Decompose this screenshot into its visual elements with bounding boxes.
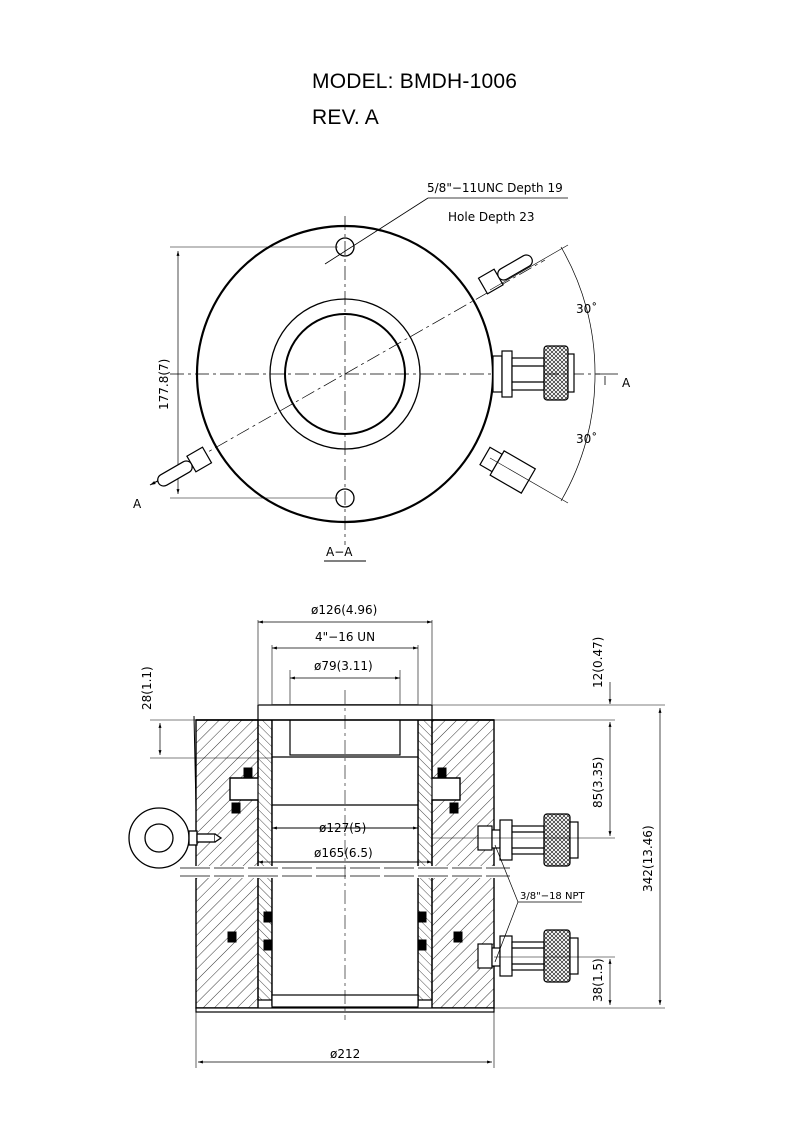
- lifting-eye: [128, 807, 223, 869]
- dim-total-height: 342(13.46): [641, 825, 655, 892]
- body-wall-left: [195, 719, 259, 1009]
- seal: [243, 767, 253, 779]
- dim-bottom-38: 38(1.5): [591, 958, 605, 1002]
- top-view: [149, 197, 618, 562]
- thread-note-line1: 5/8"−11UNC Depth 19: [427, 181, 563, 195]
- coupler-right: [492, 345, 575, 401]
- seal: [437, 767, 447, 779]
- revision-label: REV. A: [312, 106, 379, 129]
- section-title: A−A: [326, 545, 353, 559]
- bleed-valve-upper: [477, 254, 533, 295]
- seal: [453, 931, 463, 943]
- dim-right-12: 12(0.47): [591, 637, 605, 688]
- seal: [263, 911, 273, 923]
- thread-note-line2: Hole Depth 23: [448, 210, 535, 224]
- thread-leader: [324, 197, 429, 265]
- dim-base-width: ø212: [330, 1047, 360, 1061]
- height-dimension-label: 177.8(7): [157, 359, 171, 410]
- dim-outer-top: ø126(4.96): [311, 603, 377, 617]
- model-title: MODEL: BMDH-1006: [312, 70, 518, 93]
- seal: [417, 911, 427, 923]
- section-view-labels: ø126(4.96) 4"−16 UN ø79(3.11) 28(1.1) 12…: [140, 603, 655, 1061]
- seal: [263, 939, 273, 951]
- seal: [227, 931, 237, 943]
- seal: [449, 802, 459, 814]
- angle-lower-label: 30˚: [576, 431, 597, 446]
- angle-arc-upper: [560, 246, 596, 375]
- coupler-upper: [477, 813, 579, 867]
- plunger-wall-left: [257, 719, 273, 1001]
- dim-right-85: 85(3.35): [591, 757, 605, 808]
- dim-inner-top: ø79(3.11): [314, 659, 373, 673]
- section-line-a-a: [149, 259, 546, 486]
- section-marker-right: A: [622, 376, 631, 390]
- section-view: [128, 620, 665, 1068]
- port-note: 3/8"−18 NPT: [520, 891, 585, 902]
- seal: [417, 939, 427, 951]
- port-plug-lower: [479, 446, 537, 494]
- seal: [231, 802, 241, 814]
- plunger-wall-right: [417, 719, 433, 1001]
- top-view-labels: 5/8"−11UNC Depth 19 Hole Depth 23 30˚ 30…: [133, 181, 631, 559]
- bleed-valve-lower: [157, 446, 213, 487]
- dim-bore-165: ø165(6.5): [314, 846, 373, 860]
- dim-bore-127: ø127(5): [319, 821, 366, 835]
- section-marker-left: A: [133, 497, 142, 511]
- dim-left-28: 28(1.1): [140, 666, 154, 710]
- dim-thread: 4"−16 UN: [315, 630, 375, 644]
- angle-upper-label: 30˚: [576, 301, 597, 316]
- angle-arc-lower: [560, 373, 596, 502]
